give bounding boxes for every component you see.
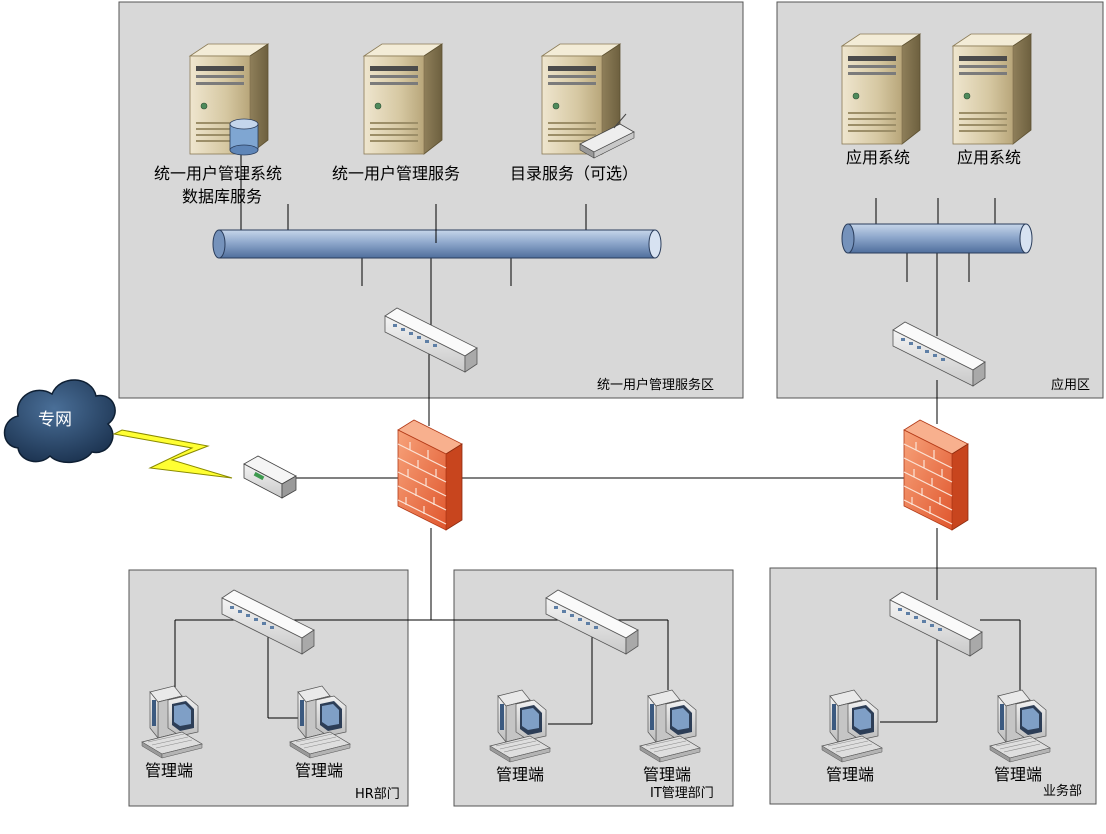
db-server-label-line2: 数据库服务 (182, 187, 262, 206)
user-mgmt-server (363, 43, 443, 155)
cloud-label: 专网 (38, 410, 72, 430)
db-server-label-line1: 统一用户管理系统 (154, 164, 282, 183)
lightning-icon (112, 429, 233, 479)
zone-app-label: 应用区 (1051, 377, 1090, 393)
db-server (189, 43, 269, 156)
connection-lines (174, 155, 1021, 725)
cloud-icon: 专网 (3, 379, 116, 464)
zone-user-mgmt-label: 统一用户管理服务区 (597, 377, 714, 393)
database-icon (229, 118, 259, 156)
pc-biz-1-label: 管理端 (826, 765, 874, 784)
pc-biz-2-label: 管理端 (994, 765, 1042, 784)
pc-it-1-label: 管理端 (496, 765, 544, 784)
zone-biz (769, 567, 1097, 805)
directory-device-icon (579, 113, 635, 159)
zone-biz-label: 业务部 (1043, 783, 1082, 799)
firewall-left (397, 419, 463, 531)
backbone-pipe-app (841, 223, 1033, 254)
pc-it-2-label: 管理端 (643, 765, 691, 784)
user-mgmt-server-label: 统一用户管理服务 (332, 164, 460, 183)
firewall-right (903, 419, 969, 531)
zone-it-label: IT管理部门 (650, 786, 714, 801)
zone-hr-label: HR部门 (355, 787, 400, 802)
backbone-pipe-main (212, 204, 662, 259)
pc-hr-1-label: 管理端 (145, 761, 193, 780)
app-server-2-label: 应用系统 (957, 148, 1021, 167)
directory-server (541, 43, 635, 159)
app-server-1-label: 应用系统 (846, 148, 910, 167)
zone-app (776, 1, 1104, 399)
app-server-2 (952, 33, 1032, 145)
directory-server-label: 目录服务（可选） (510, 164, 638, 183)
app-server-1 (841, 33, 921, 145)
pc-hr-2-label: 管理端 (295, 761, 343, 780)
modem-icon (243, 455, 297, 499)
